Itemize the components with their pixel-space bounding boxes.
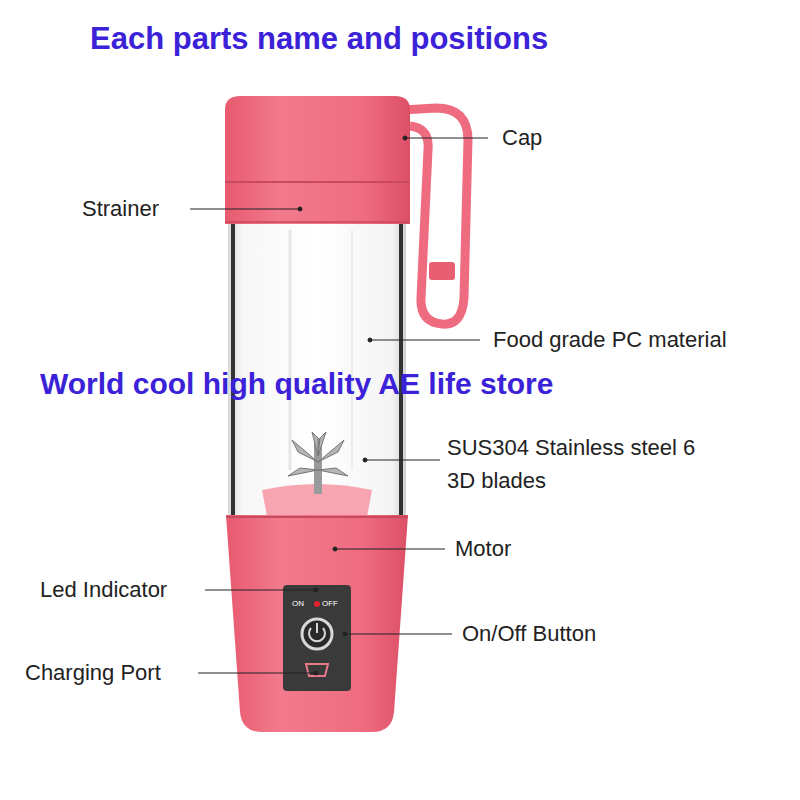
leader-dot	[314, 671, 318, 675]
leader-line	[405, 138, 488, 139]
cap-seam	[225, 181, 410, 183]
blades	[288, 432, 348, 476]
leader-dot	[298, 207, 302, 211]
leader-line	[335, 549, 445, 550]
glass-shine	[289, 230, 292, 470]
leader-line	[205, 590, 316, 591]
cap-shape	[225, 96, 410, 182]
leader-line	[198, 673, 316, 674]
charging-port-icon	[306, 664, 328, 676]
leader-line	[370, 340, 480, 341]
leader-dot	[314, 588, 318, 592]
power-icon	[316, 623, 318, 633]
switch-marking: OFF	[322, 599, 338, 609]
power-button	[302, 619, 332, 649]
strainer-ring	[225, 180, 410, 224]
led-dot	[314, 601, 320, 607]
store-watermark: World cool high quality AE life store	[40, 366, 553, 402]
leader-line	[365, 460, 440, 461]
glass-shine	[351, 230, 353, 470]
strainer-seam	[225, 221, 410, 223]
part-label: Motor	[455, 536, 511, 562]
page-title: Each parts name and positions	[90, 20, 548, 57]
leader-dot	[403, 136, 407, 140]
part-label: Strainer	[82, 196, 159, 222]
leader-line	[345, 634, 452, 635]
strap-clasp	[429, 262, 455, 280]
leader-lines	[190, 136, 488, 675]
switch-marking: ON	[292, 599, 304, 609]
motor-base	[226, 515, 408, 732]
leader-dot	[363, 458, 367, 462]
leader-dot	[333, 547, 337, 551]
leader-dot	[368, 338, 372, 342]
part-label: Charging Port	[25, 660, 161, 686]
part-label: Led Indicator	[40, 577, 167, 603]
strap-loop	[402, 108, 468, 324]
leader-dot	[343, 632, 347, 636]
control-panel	[283, 585, 351, 691]
part-label: Cap	[502, 125, 542, 151]
leader-line	[190, 209, 300, 210]
part-label: On/Off Button	[462, 621, 596, 647]
part-label: SUS304 Stainless steel 6 3D blades	[447, 431, 712, 497]
base-seam	[226, 516, 408, 518]
part-label: Food grade PC material	[493, 327, 727, 353]
